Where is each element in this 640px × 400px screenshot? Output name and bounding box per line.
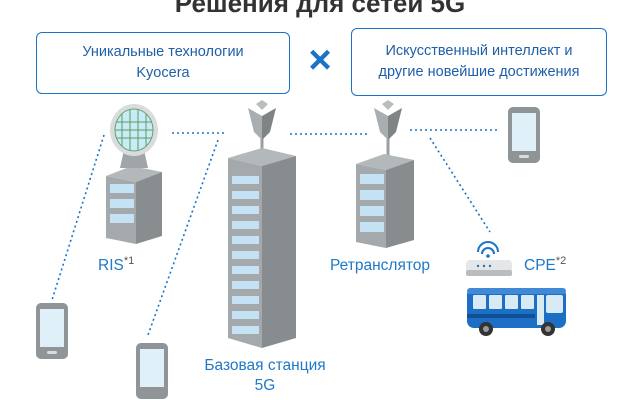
base-window [232,311,259,319]
ai-tech-line2: другие новейшие достижения [378,64,580,80]
base-station-building [228,148,296,348]
connection-lines [51,129,500,336]
base-window [232,191,259,199]
link-repeater-cpe [429,137,491,233]
bus-icon [467,288,566,336]
ris-building [106,166,162,244]
base-window [232,281,259,289]
ai-tech-box: Искусственный интеллект и другие новейши… [351,28,607,96]
base-station-label-line2: 5G [254,377,276,394]
repeater-antenna-icon [374,100,402,160]
base-antenna-icon [248,100,276,160]
base-window [232,206,259,214]
base-window [232,221,259,229]
base-window [232,236,259,244]
link-base-phone-bottom [147,139,219,336]
cpe-label-text: CPE [524,257,556,274]
multiply-icon: × [308,38,332,82]
cpe-footnote-mark: *2 [555,254,567,267]
smartphone-icon-bottom [136,343,168,399]
kyocera-tech-line1: Уникальные технологии [82,44,244,60]
kyocera-tech-line2: Kyocera [136,65,190,81]
base-window [232,251,259,259]
base-window [232,176,259,184]
base-window [232,266,259,274]
ai-tech-line1: Искусственный интеллект и [385,43,573,59]
ris-footnote-mark: *1 [123,254,135,267]
repeater-building [356,154,414,248]
ris-label: RIS*1 [98,254,135,275]
page-title: Решения для сетей 5G [174,0,466,18]
base-station-label: Базовая станция 5G [185,356,345,396]
kyocera-tech-box: Уникальные технологии Kyocera [36,32,290,94]
link-ris-phone-left [51,134,105,301]
ris-label-text: RIS [98,257,124,274]
base-window [232,296,259,304]
ris-panel-icon [110,104,158,168]
smartphone-icon-top-right [508,107,540,163]
base-station-label-line1: Базовая станция [204,357,326,374]
cpe-router-icon [466,241,512,276]
base-windows [232,176,259,334]
repeater-label: Ретранслятор [330,257,431,274]
cpe-label: CPE*2 [524,254,567,275]
base-window [232,326,259,334]
smartphone-icon-left [36,303,68,359]
